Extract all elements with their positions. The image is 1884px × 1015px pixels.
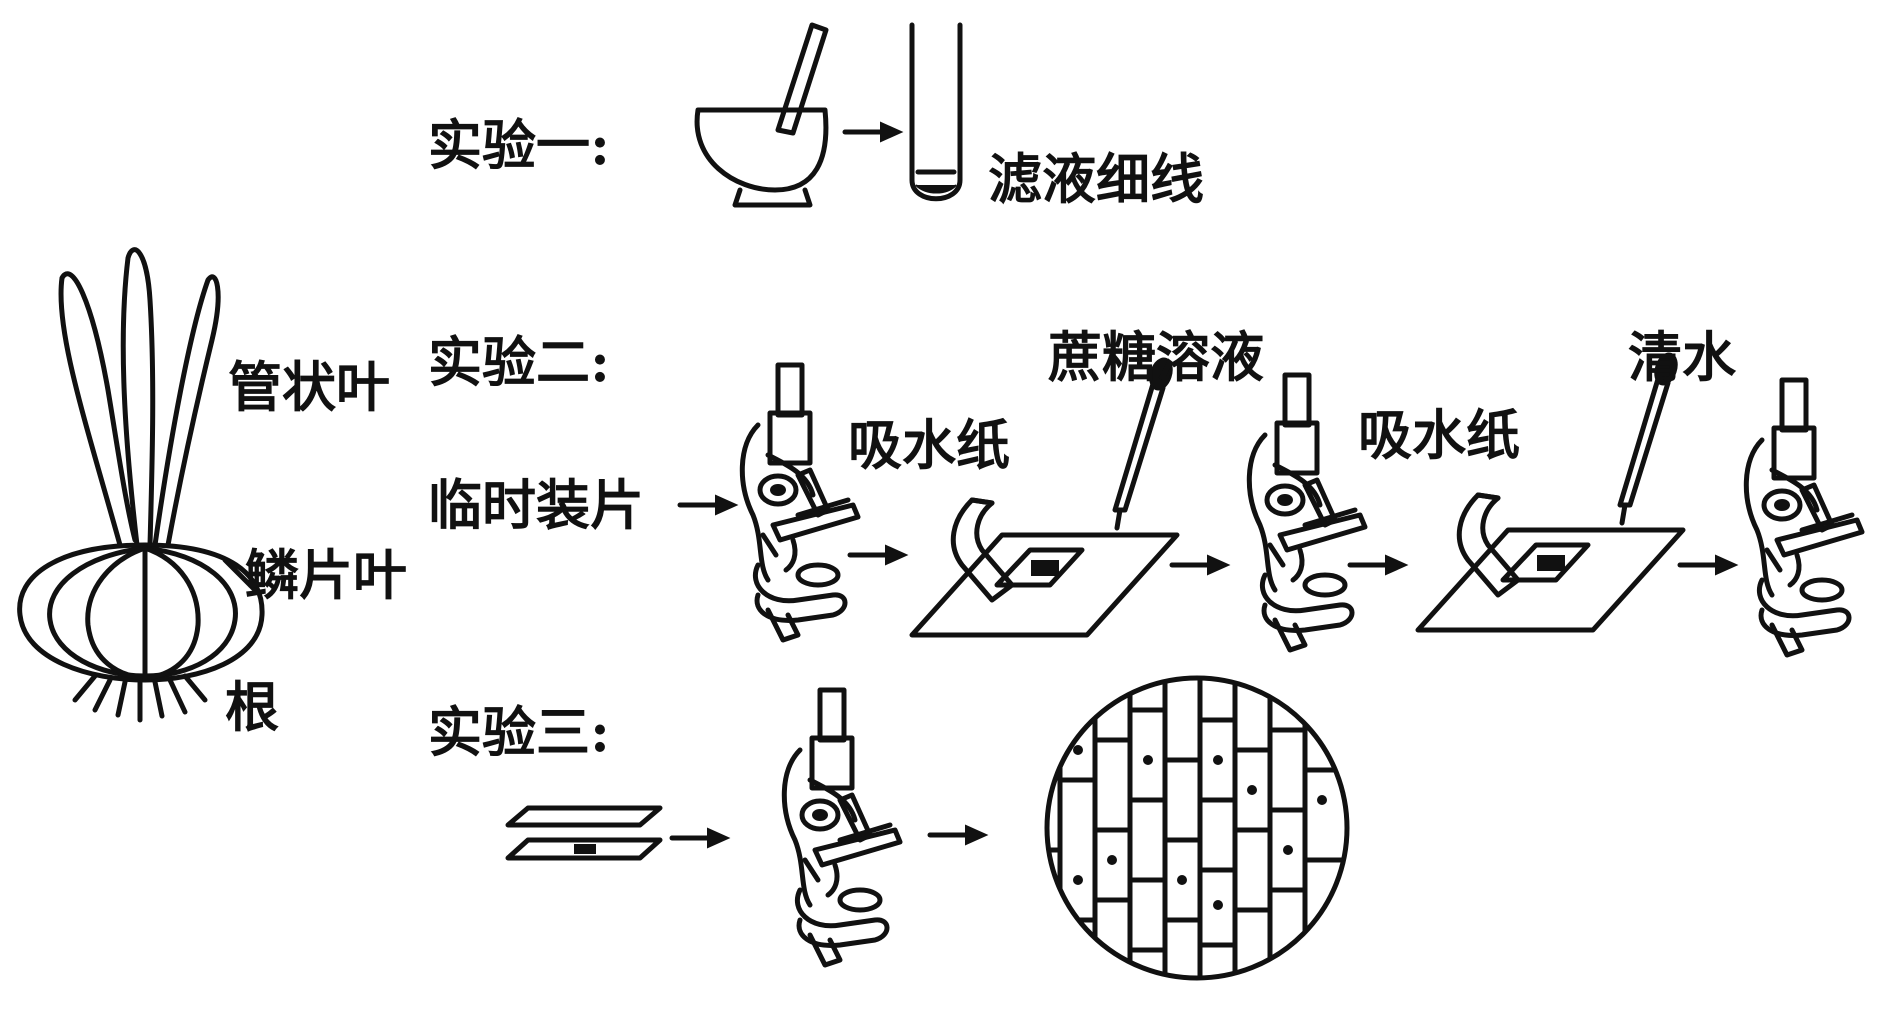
microscope-2	[1249, 375, 1365, 650]
arrow-scope2-to-slide2	[1350, 556, 1406, 574]
arrow-slide2-to-scope3	[1680, 556, 1736, 574]
slide-setup-1	[912, 500, 1177, 635]
root-label: 根	[225, 675, 279, 739]
microscope-field-of-view	[1044, 675, 1350, 981]
test-tube	[909, 22, 963, 202]
experiment2-title: 实验二:	[428, 330, 610, 394]
arrow-exp1	[845, 123, 901, 141]
sucrose-solution-label: 蔗糖溶液	[1048, 325, 1264, 389]
temporary-mount-label: 临时装片	[428, 473, 644, 537]
glass-slides	[505, 805, 663, 861]
onion-illustration	[17, 247, 265, 723]
blotting-paper-label-2: 吸水纸	[1358, 403, 1520, 467]
microscope-3	[1746, 380, 1862, 655]
scale-leaf-label: 鳞片叶	[245, 543, 407, 607]
slide-setup-2	[1418, 495, 1683, 630]
arrow-mount-to-scope	[680, 496, 736, 514]
arrow-scope-to-view	[930, 826, 986, 844]
experiment3-title: 实验三:	[428, 700, 610, 764]
experiment1-title: 实验一:	[428, 113, 610, 177]
arrow-scope1-to-slide1	[850, 546, 906, 564]
microscope-4	[784, 690, 900, 965]
blotting-paper-label-1: 吸水纸	[848, 413, 1010, 477]
arrow-slides-to-scope	[672, 829, 728, 847]
roots	[72, 673, 208, 723]
tubular-leaves	[58, 247, 221, 548]
mortar-and-pestle	[694, 22, 829, 208]
scale-leaves-bulb	[17, 542, 265, 683]
microscope-1	[742, 365, 858, 640]
filtrate-line-label: 滤液细线	[988, 147, 1204, 211]
arrow-slide1-to-scope2	[1172, 556, 1228, 574]
clear-water-label: 清水	[1628, 325, 1736, 389]
tubular-leaf-label: 管状叶	[228, 355, 390, 419]
